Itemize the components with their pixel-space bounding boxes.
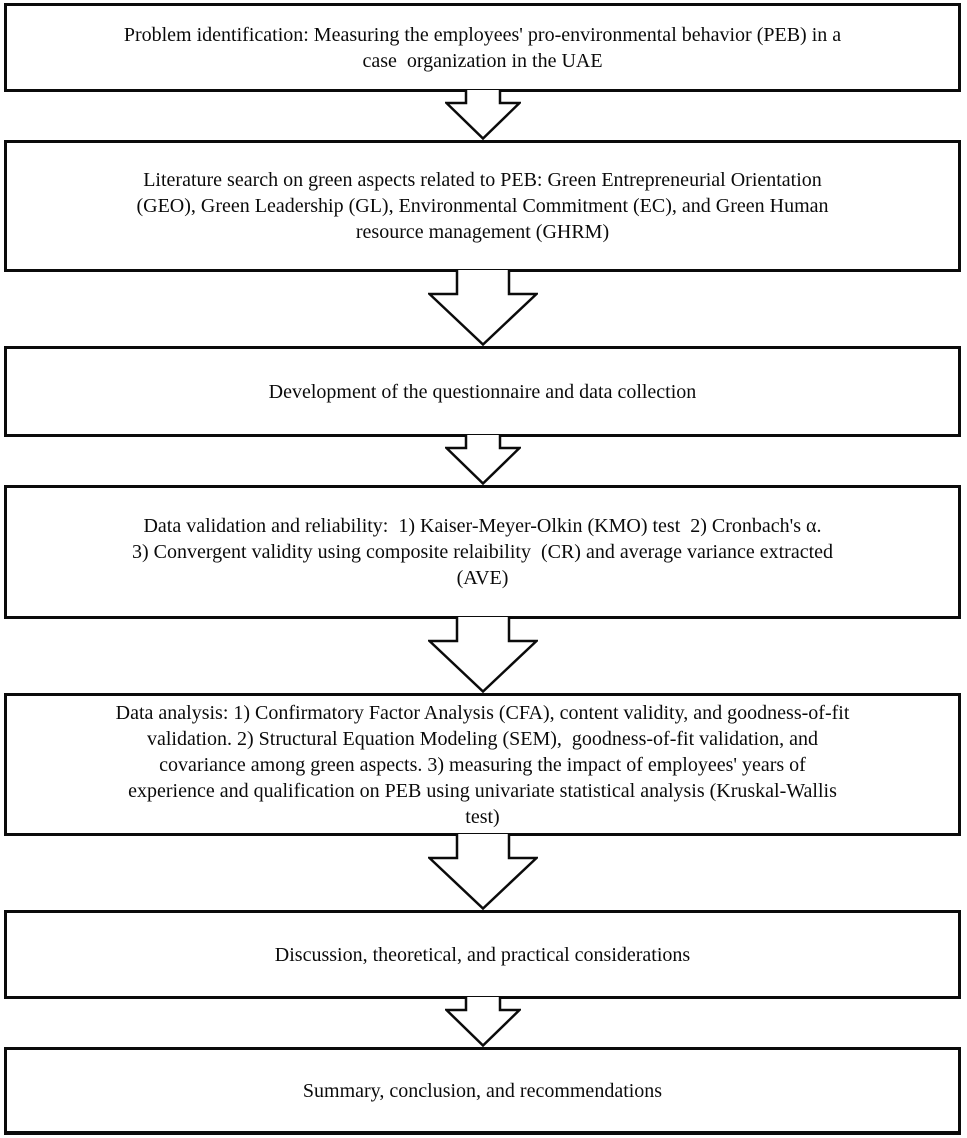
box-text-line: resource management (GHRM) xyxy=(355,221,610,243)
box-text-line: Literature search on green aspects relat… xyxy=(143,169,822,191)
box-text-line: Data validation and reliability: 1) Kais… xyxy=(143,515,822,537)
box-text-line: Data analysis: 1) Confirmatory Factor An… xyxy=(115,701,850,724)
down-arrow-connector-6 xyxy=(444,997,521,1047)
box-text-line: case organization in the UAE xyxy=(362,49,603,72)
down-arrow-connector-1 xyxy=(444,90,521,140)
box-text-line: covariance among green aspects. 3) measu… xyxy=(159,753,806,776)
down-arrow-connector-4 xyxy=(427,617,538,693)
flow-box-questionnaire-development: Development of the questionnaire and dat… xyxy=(4,346,961,437)
box-text-line: 3) Convergent validity using composite r… xyxy=(131,541,834,563)
box-text-line: (AVE) xyxy=(456,567,509,589)
flowchart-canvas: Problem identification: Measuring the em… xyxy=(4,3,961,1135)
box-text-line: test) xyxy=(465,805,500,828)
flow-box-problem-identification: Problem identification: Measuring the em… xyxy=(4,3,961,92)
down-arrow-connector-5 xyxy=(427,834,538,910)
box-text-line: Discussion, theoretical, and practical c… xyxy=(274,943,691,966)
box-text-line: Development of the questionnaire and dat… xyxy=(268,380,697,403)
flow-box-summary: Summary, conclusion, and recommendations xyxy=(4,1047,961,1135)
flow-box-data-analysis: Data analysis: 1) Confirmatory Factor An… xyxy=(4,693,961,836)
box-text-line: (GEO), Green Leadership (GL), Environmen… xyxy=(136,195,829,217)
box-text-line: Summary, conclusion, and recommendations xyxy=(302,1079,663,1102)
flow-box-discussion: Discussion, theoretical, and practical c… xyxy=(4,910,961,999)
down-arrow-connector-3 xyxy=(444,435,521,485)
flow-box-data-validation: Data validation and reliability: 1) Kais… xyxy=(4,485,961,619)
flow-box-literature-search: Literature search on green aspects relat… xyxy=(4,140,961,272)
down-arrow-connector-2 xyxy=(427,270,538,346)
box-text-line: validation. 2) Structural Equation Model… xyxy=(147,727,818,750)
box-text-line: experience and qualification on PEB usin… xyxy=(128,779,837,802)
box-text-line: Problem identification: Measuring the em… xyxy=(123,23,842,46)
